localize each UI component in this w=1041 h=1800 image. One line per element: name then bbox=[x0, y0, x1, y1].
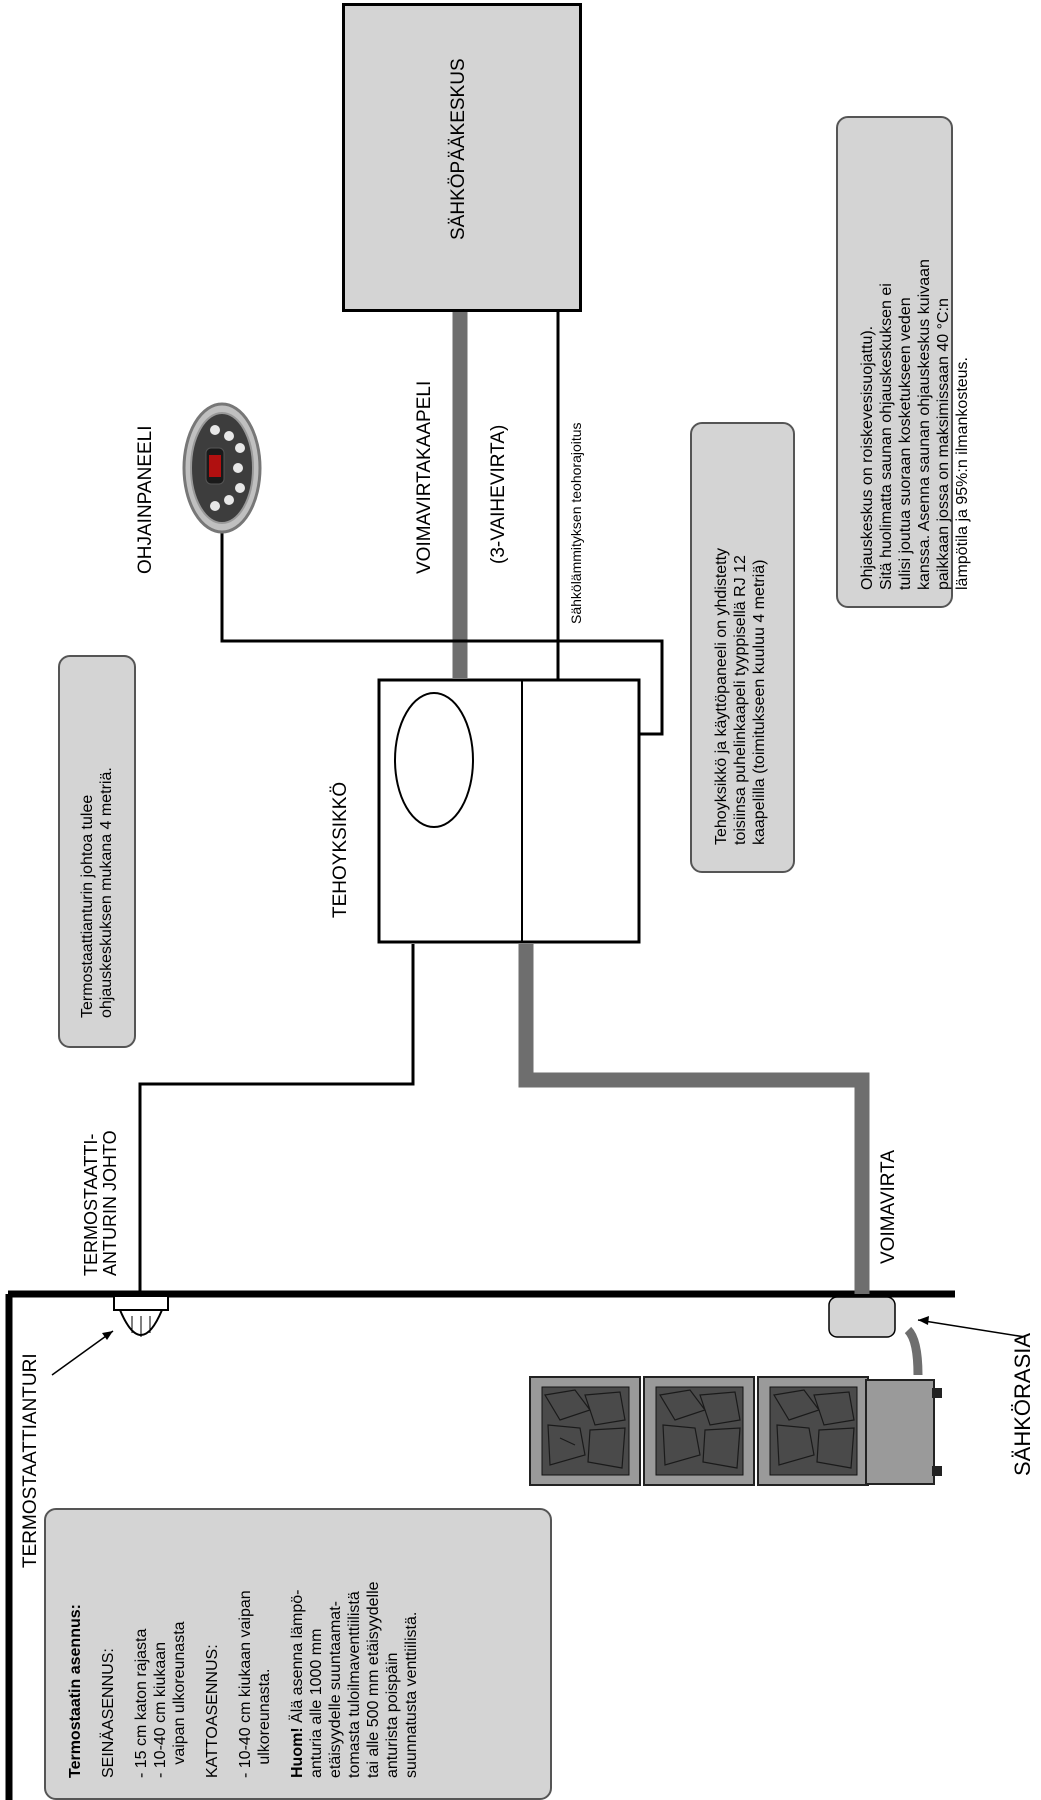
sensor-cable-note-text: Termostaattianturin johtoa tulee ohjausk… bbox=[79, 767, 115, 1018]
sauna-stove bbox=[529, 1376, 942, 1486]
install-note bbox=[44, 1508, 552, 1800]
install-title: Termostaatin asennus: bbox=[67, 1604, 84, 1778]
install-note-text: Termostaatin asennus: SEINÄASENNUS: - 15… bbox=[66, 1518, 421, 1778]
ceiling-heading: KATTOASENNUS: bbox=[204, 1644, 221, 1778]
sensor-arrow-head bbox=[102, 1331, 113, 1340]
power-cable-lower bbox=[518, 944, 870, 1294]
power-unit-ellipse bbox=[394, 692, 474, 828]
main-electrical-panel bbox=[342, 3, 582, 312]
power-cable-label: VOIMAVIRTAKAAPELI bbox=[414, 380, 435, 574]
control-panel-label: OHJAINPANEELI bbox=[135, 425, 156, 574]
sensor-arrow-line bbox=[51, 1330, 114, 1376]
main-panel-label: SÄHKÖPÄÄKESKUS bbox=[448, 58, 469, 240]
wall-heading: SEINÄASENNUS: bbox=[100, 1648, 117, 1778]
sensor-mount bbox=[113, 1295, 169, 1311]
sensor-cable-label-line1: TERMOSTAATTI- bbox=[81, 1133, 101, 1276]
socket-arrow-line bbox=[917, 1319, 1026, 1338]
power-unit-label: TEHOYKSIKKÖ bbox=[330, 781, 351, 918]
sensor-cable bbox=[138, 944, 415, 1294]
sensor-cable-label-line2: ANTURIN JOHTO bbox=[100, 1130, 120, 1276]
phone-cable-note bbox=[690, 422, 795, 873]
sensor-label: TERMOSTAATTIANTURI bbox=[20, 1353, 41, 1568]
socket-box bbox=[828, 1296, 896, 1338]
heating-limit-label: Sähkölämmityksen teohorajoitus bbox=[568, 422, 584, 624]
socket-label: SÄHKÖRASIA bbox=[1010, 1332, 1035, 1476]
control-panel-device bbox=[182, 402, 262, 534]
socket-arrow-head bbox=[918, 1316, 929, 1325]
phone-cable-note-text: Tehoyksikkö ja käyttöpaneeli on yhdistet… bbox=[713, 547, 768, 845]
warning-bold: Huom! bbox=[289, 1727, 306, 1778]
moisture-note bbox=[836, 116, 953, 608]
stove-cable bbox=[904, 1326, 923, 1376]
sensor-cable-note bbox=[58, 655, 136, 1048]
power-supply-label: VOIMAVIRTA bbox=[878, 1149, 899, 1264]
control-panel-cable bbox=[220, 532, 664, 736]
three-phase-label: (3-VAIHEVIRTA) bbox=[488, 424, 509, 564]
moisture-note-text: Ohjauskeskus on roiskevesisuojattu). Sit… bbox=[859, 259, 971, 590]
